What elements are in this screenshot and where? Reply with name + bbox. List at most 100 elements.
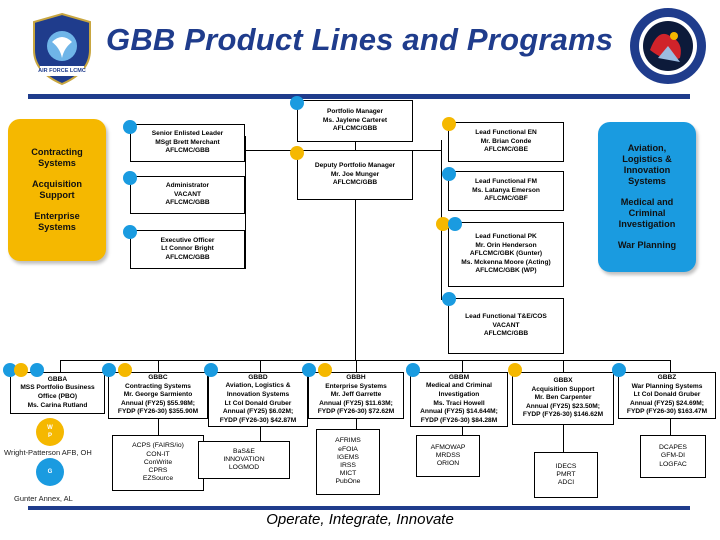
page-title: GBB Product Lines and Programs [106,22,614,57]
box-line: Office (PBO) [37,393,78,400]
gunter-dot [118,363,132,377]
box-line: VACANT [492,321,520,329]
enterprise-systems-seal-icon [628,6,708,86]
staff-box-lead-en: Lead Functional EN Mr. Brian Conde AFLCM… [448,122,564,162]
connector-line [60,360,61,372]
box-line: Annual (FY25) $24.69M; [629,399,704,407]
program-item: MICT [339,470,357,478]
box-line: MSS Portfolio Business [20,384,95,392]
box-line: Enterprise Systems [325,382,387,390]
footer-divider [28,506,690,510]
program-item: ConWrite [143,458,173,466]
box-line: FYDP (FY26-30) $355.90M [117,408,199,416]
gunter-dot [442,117,456,131]
box-line: AFLCMC/GBB [332,125,378,133]
box-line: MSgt Brett Merchant [155,138,220,146]
staff-box-senior-enlisted: Senior Enlisted Leader MSgt Brett Mercha… [130,124,245,162]
legend-letter: G [47,469,53,475]
connector-line [670,419,671,435]
box-line: Senior Enlisted Leader [151,130,224,138]
box-line: FYDP (FY26-30) $72.62M [317,408,395,416]
box-line: Lt Col Donald Gruber [633,391,701,399]
wright-patterson-dot [442,167,456,181]
box-line: GBBM [448,373,470,381]
program-item: CPRS [148,467,168,475]
connector-line [158,360,159,372]
box-line: Ms. Latanya Emerson [472,186,540,194]
wright-patterson-dot [123,171,137,185]
wright-patterson-dot [448,217,462,231]
gunter-dot [318,363,332,377]
division-box-gbba: GBBA MSS Portfolio Business Office (PBO)… [10,372,105,414]
box-line: Annual (FY25) $23.50M; [525,402,600,410]
box-line: AFLCMC/GBK (Gunter) [469,250,543,258]
program-item: AFRIMS [335,437,361,445]
wright-patterson-dot [3,363,17,377]
header-divider [28,94,690,99]
division-box-gbbh: GBBH Enterprise Systems Mr. Jeff Garrett… [308,372,404,419]
box-line: Mr. Brian Conde [480,137,532,145]
program-item: PubOne [335,478,361,486]
air-force-lcmc-logo: AIR FORCE LCMC [30,12,94,86]
legend-letter: P [47,433,52,439]
program-box-gbbm: AFMOWAP MRDSS ORION [416,435,480,477]
box-line: Ms. Jaylene Carteret [322,116,388,124]
program-item: GFM-DI [660,452,686,460]
box-line: AFLCMC/GBB [165,253,210,261]
connector-line [356,360,357,372]
box-line: AFLCMC/GBB [165,199,210,207]
wright-patterson-legend-icon: W P [36,418,64,446]
box-line: Ms. Mckenna Moore (Acting) [461,258,551,266]
box-line: Mr. Jeff Garrette [330,391,382,399]
program-box-gbbh: AFRIMS eFOIA IGEMS IRSS MICT PubOne [316,429,380,495]
connector-line [356,419,357,429]
box-line: Annual (FY25) $55.98M; [120,399,195,407]
gunter-dot [436,217,450,231]
box-line: Mr. Ben Carpenter [534,394,592,402]
division-box-gbbx: GBBX Acquisition Support Mr. Ben Carpent… [512,372,614,425]
box-line: Lead Functional PK [475,233,537,241]
division-box-gbbz: GBBZ War Planning Systems Lt Col Donald … [618,372,716,419]
wright-patterson-dot [123,225,137,239]
program-item: AFMOWAP [430,443,466,451]
gunter-legend-label: Gunter Annex, AL [14,494,73,503]
left-panel-item: Acquisition Support [31,179,83,200]
box-line: FYDP (FY26-30) $42.87M [219,416,297,424]
left-panel: Contracting Systems Acquisition Support … [8,119,106,261]
staff-box-lead-te: Lead Functional T&E/COS VACANT AFLCMC/GB… [448,298,564,354]
connector-line [670,360,671,372]
program-item: eFOIA [338,445,358,453]
box-line: Ms. Traci Howell [433,399,485,407]
box-line: GBBC [148,374,168,382]
box-line: AFLCMC/GBE [484,146,528,154]
wright-patterson-dot [123,120,137,134]
deputy-portfolio-manager-box: Deputy Portfolio Manager Mr. Joe Munger … [297,150,413,200]
box-line: AFLCMC/GBK (WP) [475,267,537,275]
right-panel-item: Medical and Criminal Investigation [618,197,676,229]
gunter-legend-icon: G [36,458,64,486]
wright-patterson-legend-label: Wright-Patterson AFB, OH [4,448,92,457]
wright-patterson-dot [442,292,456,306]
box-line: Lead Functional EN [475,129,537,137]
division-box-gbbc: GBBC Contracting Systems Mr. George Sarm… [108,372,208,419]
box-line: GBBZ [657,374,677,382]
box-line: Investigation [438,390,480,398]
legend-letter: W [47,425,53,431]
right-panel: Aviation, Logistics & Innovation Systems… [598,122,696,272]
gunter-dot [14,363,28,377]
box-line: GBBX [553,377,573,385]
box-line: AFLCMC/GBB [483,330,529,338]
program-item: DCAPES [659,444,687,452]
box-line: Annual (FY25) $14.644M; [420,408,498,416]
connector-line [563,360,564,372]
box-line: Portfolio Manager [326,108,384,116]
box-line: Annual (FY25) $11.63M; [319,399,393,407]
connector-line [563,425,564,452]
connector-line [158,419,159,435]
box-line: AFLCMC/GBB [332,179,378,187]
box-line: Aviation, Logistics & [225,382,291,390]
gunter-dot [508,363,522,377]
program-item: MRDSS [435,451,461,459]
box-line: Mr. Orin Henderson [475,241,537,249]
gunter-dot [290,146,304,160]
